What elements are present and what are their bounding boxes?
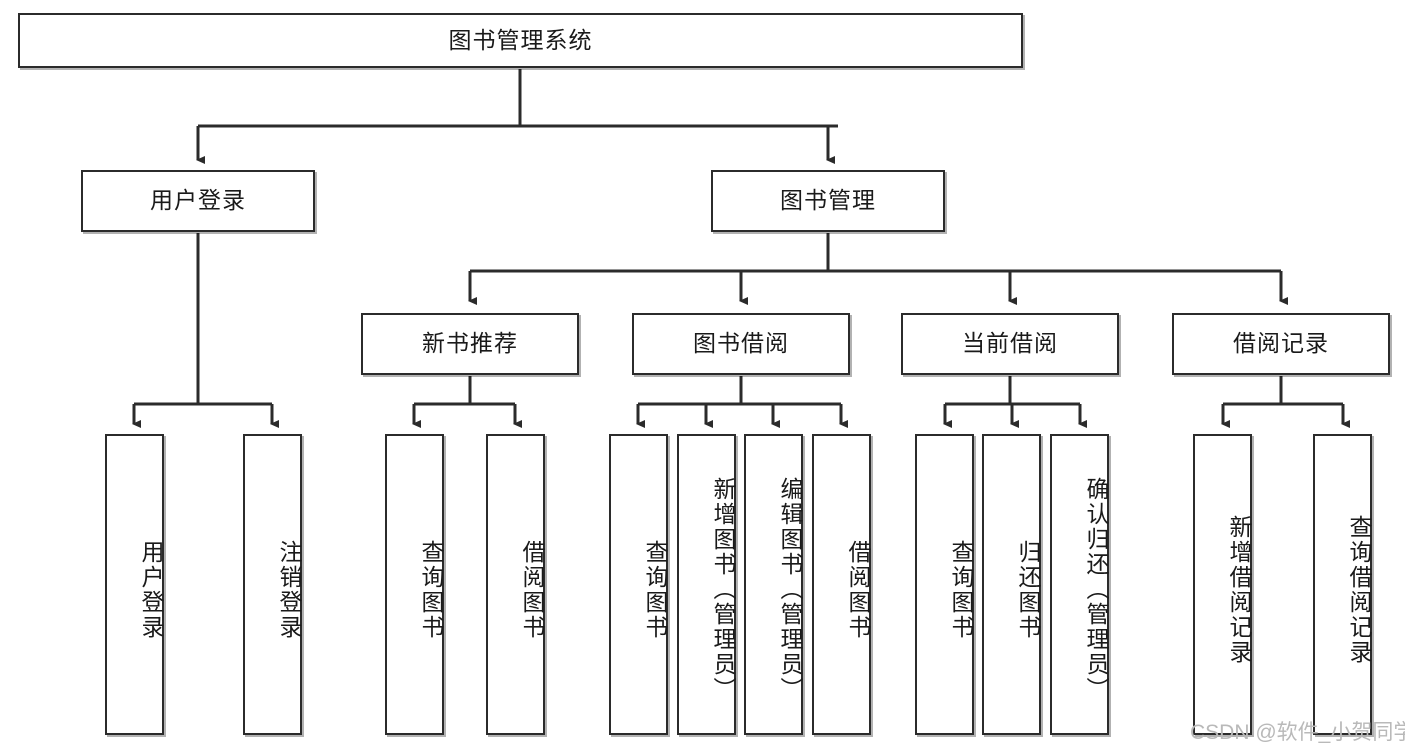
node-book-borrow-label: 图书借阅 [693, 330, 789, 357]
node-borrow-record[interactable]: 借阅记录 [1172, 313, 1390, 375]
leaf-label: 用户登录 [138, 539, 164, 640]
leaf-label: 借阅图书 [519, 539, 545, 640]
node-current-borrow-label: 当前借阅 [962, 330, 1058, 357]
node-new-book-recommend-label: 新书推荐 [422, 330, 518, 357]
leaf-borrow-edit-book-admin[interactable]: 编辑图书（管理员） [744, 434, 803, 735]
node-book-borrow[interactable]: 图书借阅 [632, 313, 850, 375]
node-new-book-recommend[interactable]: 新书推荐 [361, 313, 579, 375]
leaf-borrow-borrow-book[interactable]: 借阅图书 [812, 434, 871, 735]
leaf-label: 查询图书 [418, 539, 444, 640]
leaf-current-confirm-return-admin[interactable]: 确认归还（管理员） [1050, 434, 1109, 735]
leaf-borrow-query-book[interactable]: 查询图书 [609, 434, 668, 735]
leaf-label: 新增借阅记录 [1226, 514, 1252, 665]
leaf-label: 查询图书 [948, 539, 974, 640]
node-borrow-record-label: 借阅记录 [1233, 330, 1329, 357]
leaf-record-add-record[interactable]: 新增借阅记录 [1193, 434, 1252, 735]
leaf-label: 编辑图书（管理员） [777, 477, 803, 702]
node-book-management[interactable]: 图书管理 [711, 170, 945, 232]
leaf-label: 新增图书（管理员） [710, 477, 736, 702]
leaf-label: 查询图书 [642, 539, 668, 640]
node-user-login-label: 用户登录 [150, 187, 246, 214]
leaf-label: 查询借阅记录 [1346, 514, 1372, 665]
leaf-current-query-book[interactable]: 查询图书 [915, 434, 974, 735]
node-user-login[interactable]: 用户登录 [81, 170, 315, 232]
leaf-label: 归还图书 [1015, 539, 1041, 640]
leaf-current-return-book[interactable]: 归还图书 [982, 434, 1041, 735]
leaf-record-query-record[interactable]: 查询借阅记录 [1313, 434, 1372, 735]
leaf-recommend-query-book[interactable]: 查询图书 [385, 434, 444, 735]
node-book-management-label: 图书管理 [780, 187, 876, 214]
node-root-label: 图书管理系统 [448, 26, 593, 53]
leaf-user-login-login[interactable]: 用户登录 [105, 434, 164, 735]
node-root[interactable]: 图书管理系统 [18, 13, 1023, 68]
leaf-borrow-add-book-admin[interactable]: 新增图书（管理员） [677, 434, 736, 735]
watermark: CSDN @软件_小贺同学 [1190, 721, 1405, 744]
leaf-label: 借阅图书 [845, 539, 871, 640]
leaf-label: 注销登录 [276, 539, 302, 640]
leaf-user-login-logout[interactable]: 注销登录 [243, 434, 302, 735]
leaf-recommend-borrow-book[interactable]: 借阅图书 [486, 434, 545, 735]
node-current-borrow[interactable]: 当前借阅 [901, 313, 1119, 375]
leaf-label: 确认归还（管理员） [1083, 477, 1109, 702]
